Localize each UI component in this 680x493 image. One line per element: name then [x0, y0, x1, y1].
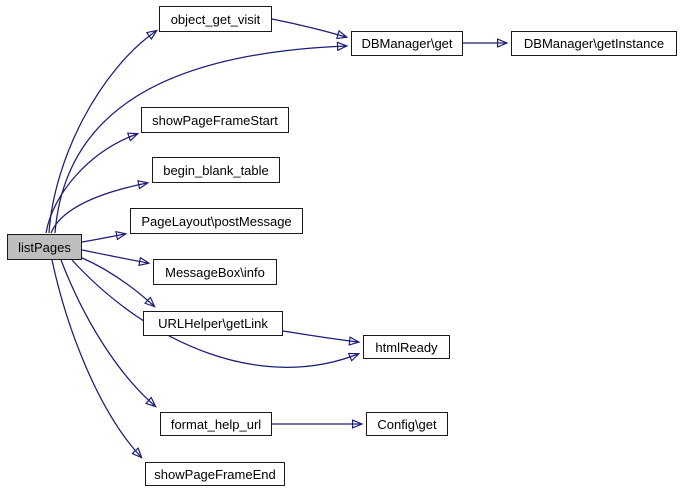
- node-begin-blank-table[interactable]: begin_blank_table: [152, 157, 280, 183]
- node-urlhelper-getlink[interactable]: URLHelper\getLink: [143, 311, 283, 336]
- edge-listpages-begin_blank_table: [50, 183, 147, 234]
- node-showpageframestart[interactable]: showPageFrameStart: [141, 107, 289, 133]
- node-dbmanager-getinstance[interactable]: DBManager\getInstance: [511, 31, 677, 56]
- edge-listpages-dbmanager-get: [54, 46, 346, 234]
- edge-listpages-htmlready: [71, 259, 358, 368]
- edge-object_get_visit-dbmanager-get: [271, 18, 346, 37]
- node-object-get-visit[interactable]: object_get_visit: [159, 6, 272, 32]
- edge-listpages-showpageframestart: [45, 134, 137, 234]
- edge-listpages-showpageframeend: [51, 259, 141, 457]
- node-pagelayout-postmessage[interactable]: PageLayout\postMessage: [130, 208, 303, 234]
- node-htmlready[interactable]: htmlReady: [363, 335, 450, 359]
- edge-listpages-urlhelper-getlink: [79, 256, 154, 306]
- node-messagebox-info[interactable]: MessageBox\info: [153, 259, 277, 285]
- node-showpageframeend[interactable]: showPageFrameEnd: [145, 462, 285, 486]
- node-config-get[interactable]: Config\get: [366, 412, 448, 436]
- edge-listpages-messagebox-info: [81, 249, 148, 263]
- edge-urlhelper-getlink-htmlready: [282, 330, 358, 342]
- node-format-help-url[interactable]: format_help_url: [160, 412, 272, 436]
- node-dbmanager-get[interactable]: DBManager\get: [351, 31, 463, 56]
- node-listpages[interactable]: listPages: [7, 234, 82, 260]
- edge-listpages-pagelayout-postmessage: [81, 234, 125, 243]
- edge-listpages-format_help_url: [60, 259, 155, 406]
- edge-listpages-object_get_visit: [48, 31, 156, 234]
